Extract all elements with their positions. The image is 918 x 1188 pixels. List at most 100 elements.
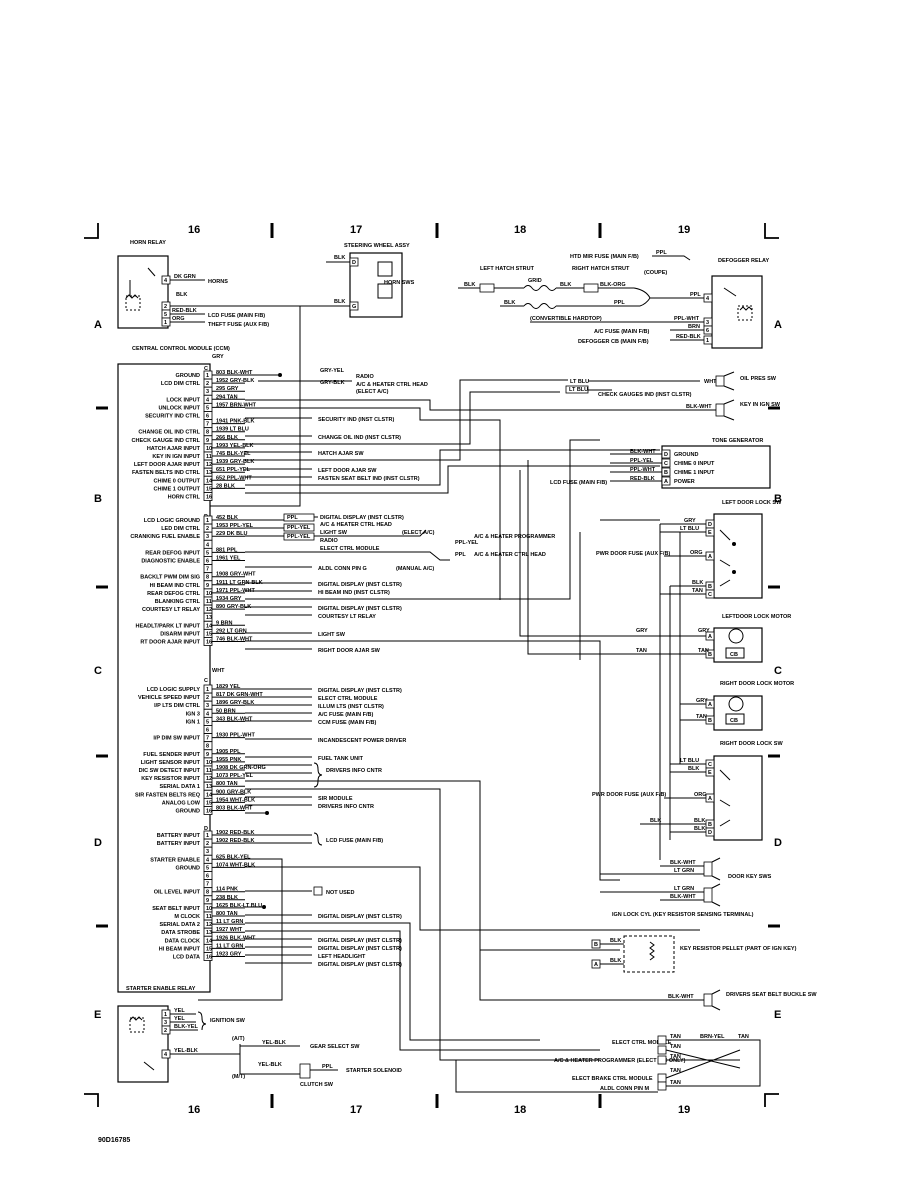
pin-function: BATTERY INPUT: [157, 841, 201, 847]
svg-text:PPL: PPL: [455, 552, 466, 558]
svg-text:LT BLU: LT BLU: [680, 758, 699, 764]
svg-text:1: 1: [706, 338, 709, 344]
row-label: A: [94, 319, 102, 331]
svg-text:STEERING WHEEL ASSY: STEERING WHEEL ASSY: [344, 243, 410, 249]
wire-label: 881 PPL: [216, 547, 238, 553]
pin-number: 3: [206, 849, 209, 855]
pin-function: M CLOCK: [174, 914, 200, 920]
svg-text:BLK: BLK: [560, 282, 571, 288]
pin-number: 1: [206, 373, 209, 379]
svg-text:ORG: ORG: [694, 792, 707, 798]
svg-text:HI BEAM IND (INST CLSTR): HI BEAM IND (INST CLSTR): [318, 590, 390, 596]
row-labels: A B C D E A B C D E: [94, 319, 782, 1021]
svg-text:A/C FUSE (MAIN F/B): A/C FUSE (MAIN F/B): [318, 712, 373, 718]
pin-function: LCD LOGIC SUPPLY: [147, 687, 201, 693]
pin-function: KEY IN IGN INPUT: [152, 454, 200, 460]
pin-number: 13: [206, 784, 212, 790]
col-label: 19: [678, 1104, 690, 1116]
pin-number: 14: [206, 938, 213, 944]
svg-text:BLK-ORG: BLK-ORG: [600, 282, 626, 288]
pin-number: 8: [206, 430, 209, 436]
svg-text:(ELECT A/C): (ELECT A/C): [402, 530, 435, 536]
pin-number: 3: [206, 703, 209, 709]
left-door-lock-motor: LEFTDOOR LOCK MOTOR A B CB GRY GRY TAN T…: [560, 614, 791, 663]
pin-function: LCD DIM CTRL: [161, 381, 201, 387]
pin-number: 9: [206, 752, 209, 758]
svg-text:A: A: [708, 634, 712, 640]
pin-function: I/P DIM SW INPUT: [153, 736, 200, 742]
wire-label: 1961 YEL: [216, 556, 241, 562]
svg-text:RADIO: RADIO: [356, 374, 374, 380]
svg-text:PPL-YEL: PPL-YEL: [287, 525, 311, 531]
svg-text:IGN LOCK CYL (KEY RESISTOR SEN: IGN LOCK CYL (KEY RESISTOR SENSING TERMI…: [612, 912, 754, 918]
svg-text:D: D: [708, 830, 712, 836]
door-key-sws: DOOR KEY SWS BLK-WHT LT GRN LT GRN BLK-W…: [600, 857, 772, 907]
pin-function: DIAGNOSTIC ENABLE: [141, 559, 200, 565]
pin-number: 16: [206, 809, 212, 815]
row-label: B: [94, 493, 102, 505]
col-label: 16: [188, 224, 200, 236]
pin-function: KEY RESISTOR INPUT: [141, 776, 200, 782]
svg-text:BLK: BLK: [176, 292, 187, 298]
wire-label: RED-BLK: [630, 476, 655, 482]
starter-enable-relay: STARTER ENABLE RELAY 1 3 2 4 YEL YEL BLK…: [117, 986, 402, 1088]
svg-text:B: B: [594, 942, 598, 948]
pin-number: 10: [206, 591, 212, 597]
svg-text:A/C & HEATER PROGRAMMER: A/C & HEATER PROGRAMMER: [474, 534, 555, 540]
svg-text:RIGHT DOOR LOCK SW: RIGHT DOOR LOCK SW: [720, 741, 783, 747]
horn-relay-coil: [125, 267, 156, 311]
svg-text:DIGITAL DISPLAY (INST CLSTR): DIGITAL DISPLAY (INST CLSTR): [320, 515, 404, 521]
svg-text:A/C & HEATER CTRL HEAD: A/C & HEATER CTRL HEAD: [320, 522, 392, 528]
svg-text:ILLUM LTS (INST CLSTR): ILLUM LTS (INST CLSTR): [318, 704, 384, 710]
svg-text:2: 2: [164, 304, 167, 310]
frame-marks: [84, 223, 780, 1108]
pin-letter: C: [664, 461, 668, 467]
svg-text:BLK-WHT: BLK-WHT: [670, 860, 696, 866]
svg-text:A: A: [708, 554, 712, 560]
row-label: E: [774, 1009, 781, 1021]
svg-text:D: D: [204, 826, 208, 832]
svg-text:HORNS: HORNS: [208, 279, 228, 285]
wire-label: 1934 GRY: [216, 596, 242, 602]
wire-label: 11 LT GRN: [216, 943, 243, 949]
ccm-pin-row: 7: [203, 879, 213, 888]
svg-text:4: 4: [164, 278, 168, 284]
svg-text:BLK: BLK: [692, 580, 703, 586]
svg-text:PPL-YEL: PPL-YEL: [455, 540, 479, 546]
ccm-pin-row: 6: [203, 871, 213, 880]
row-label: B: [774, 493, 782, 505]
svg-text:RADIO: RADIO: [320, 538, 338, 544]
wire-label: 9 BRN: [216, 620, 233, 626]
pin-function: DIC SW DETECT INPUT: [139, 768, 201, 774]
pin-number: 4: [206, 711, 210, 717]
wire-label: 1926 BLK-WHT: [216, 935, 256, 941]
wire-label: 900 GRY-BLK: [216, 789, 251, 795]
col-label: 18: [514, 224, 526, 236]
pin-function: CHIME 0 INPUT: [674, 461, 715, 467]
wire-label: 817 DK GRN-WHT: [216, 692, 263, 698]
wire-label: 11 LT GRN: [216, 919, 243, 925]
svg-text:KEY IN IGN SW: KEY IN IGN SW: [740, 402, 781, 408]
svg-text:HATCH AJAR SW: HATCH AJAR SW: [318, 451, 364, 457]
wire-label: 803 BLK-WHT: [216, 370, 253, 376]
svg-text:DEFOGGER RELAY: DEFOGGER RELAY: [718, 258, 769, 264]
svg-text:HTD MIR FUSE (MAIN F/B): HTD MIR FUSE (MAIN F/B): [570, 254, 639, 260]
pin-function: HI BEAM IND CTRL: [150, 583, 201, 589]
svg-text:DIGITAL DISPLAY (INST CLSTR): DIGITAL DISPLAY (INST CLSTR): [318, 962, 402, 968]
pin-number: 2: [206, 841, 209, 847]
pin-number: 11: [206, 914, 212, 920]
svg-text:E: E: [708, 530, 712, 536]
pin-function: CHIME 1 INPUT: [674, 470, 715, 476]
svg-text:CENTRAL CONTROL MODULE (CCM): CENTRAL CONTROL MODULE (CCM): [132, 346, 230, 352]
pin-number: 14: [206, 623, 213, 629]
svg-text:TAN: TAN: [670, 1044, 681, 1050]
